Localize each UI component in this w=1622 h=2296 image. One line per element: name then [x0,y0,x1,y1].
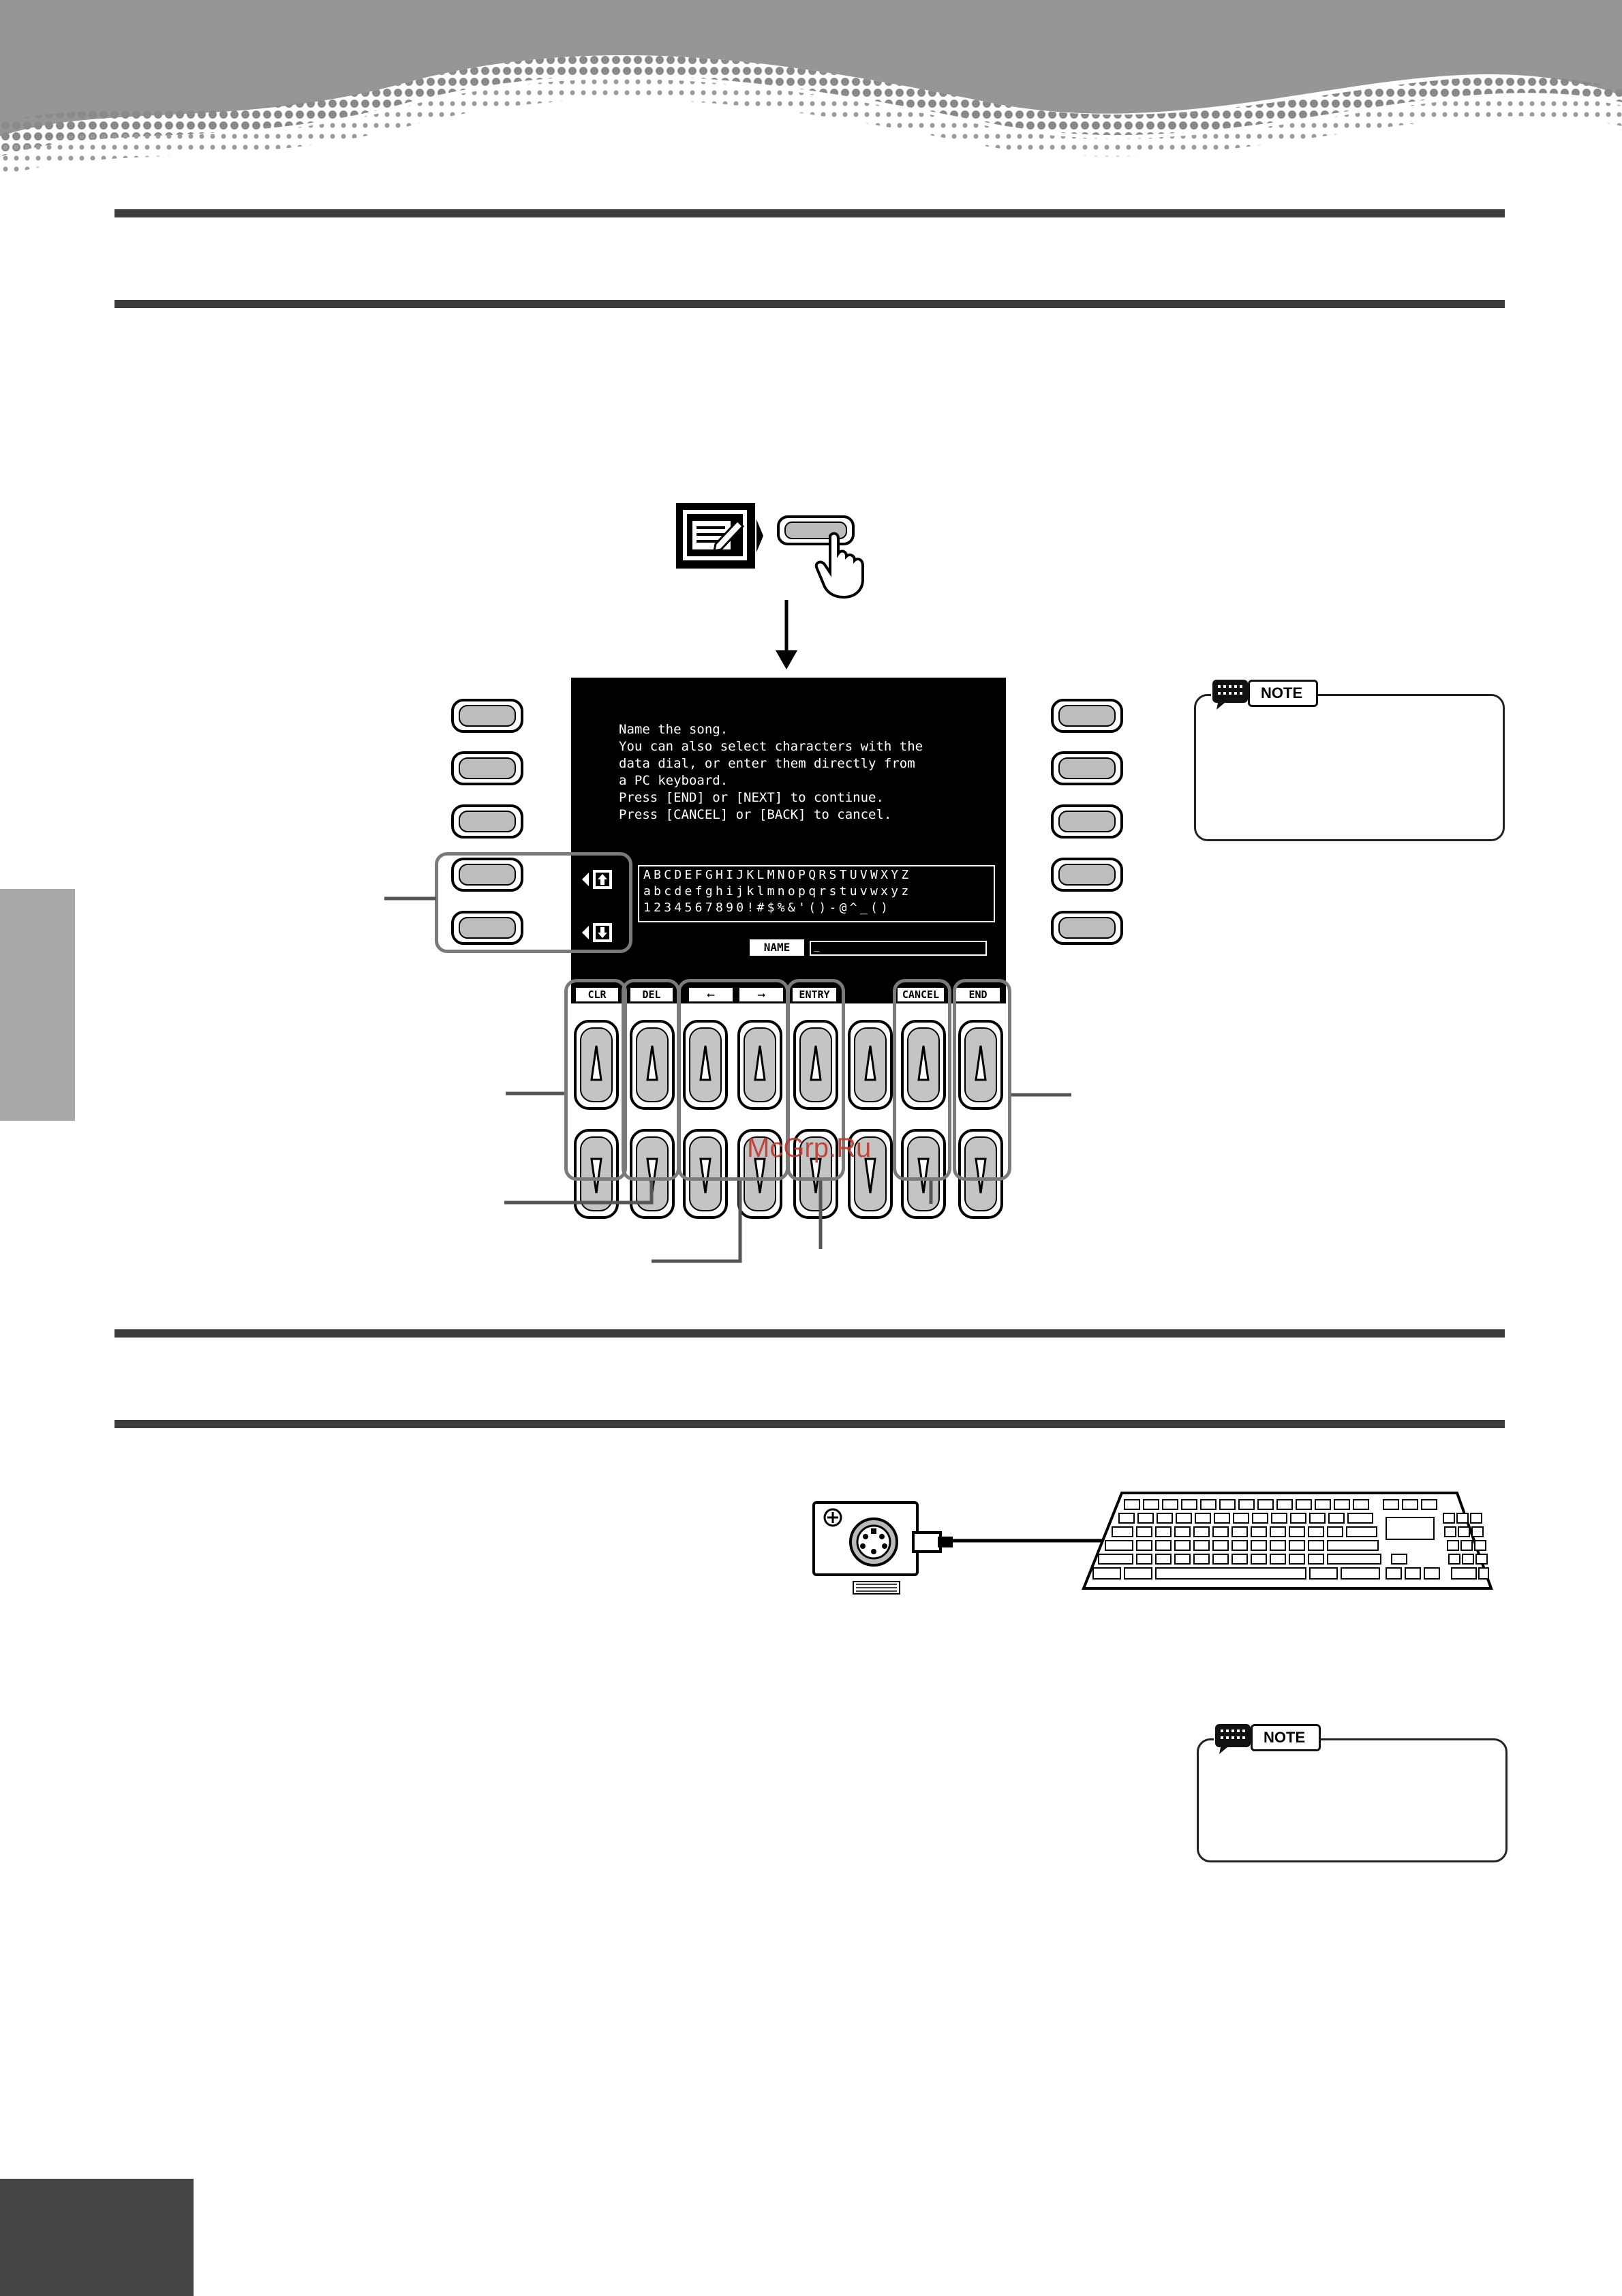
left-button-4[interactable] [451,858,523,892]
right-button-2[interactable] [1051,751,1123,785]
right-button-4[interactable] [1051,858,1123,892]
screen-message: Name the song. You can also select chara… [619,722,923,822]
note-speech-icon [1212,680,1248,710]
tab-del: DEL [628,986,675,1003]
right-button-5[interactable] [1051,911,1123,945]
left-button-2[interactable] [451,751,523,785]
del-button-pair[interactable] [628,1018,676,1220]
header-halftone-band [0,0,1622,177]
scroll-up-icon [582,870,612,889]
character-grid[interactable]: ABCDEFGHIJKLMNOPQRSTUVWXYZ abcdefghijklm… [638,865,995,922]
section-rule-top-1 [114,209,1505,217]
note-label: NOTE [1251,1724,1321,1751]
note-box-1: NOTE [1194,678,1505,841]
clr-group-outline [564,979,627,1181]
entry-group-outline [786,979,845,1181]
end-button-pair[interactable] [957,1018,1005,1220]
cursor-left-button-pair[interactable] [682,1018,729,1220]
scroll-down-icon [582,923,612,942]
name-input[interactable]: _ [810,941,987,956]
note-tag: NOTE [1214,1723,1321,1754]
section-side-tab [0,889,75,1121]
section-rule-mid-2 [114,1420,1505,1428]
end-group-outline [953,979,1011,1181]
note-label: NOTE [1248,680,1319,707]
keyboard-port-illustration [812,1501,953,1595]
name-label: NAME [750,939,804,956]
cursor-right-button-pair[interactable] [736,1018,784,1220]
scroll-button-group-outline [435,852,632,953]
tab-cancel: CANCEL [896,986,946,1003]
lcd-screen: Name the song. You can also select chara… [571,678,1006,1003]
pc-keyboard-illustration [1082,1492,1493,1590]
keyboard-cable [953,1539,1108,1543]
left-button-3[interactable] [451,804,523,839]
clr-button-pair[interactable] [572,1018,620,1220]
watermark: McGrp.Ru [747,1133,872,1163]
page-corner-block [0,2179,194,2296]
note-speech-icon [1215,1724,1251,1754]
pointing-hand-icon [814,532,864,599]
char-row-uppercase: ABCDEFGHIJKLMNOPQRSTUVWXYZ [643,868,912,882]
entry-button-pair[interactable] [792,1018,840,1220]
char-row-symbols: 1234567890!#$%&'()-@^_() [643,901,891,915]
section-rule-top-2 [114,300,1505,308]
name-cursor: _ [814,941,820,952]
right-button-3[interactable] [1051,804,1123,839]
down-arrow [776,600,797,669]
section-rule-mid-1 [114,1329,1505,1338]
left-button-1[interactable] [451,699,523,733]
pressed-panel-button[interactable] [776,511,878,600]
char-row-lowercase: abcdefghijklmnopqrstuvwxyz [643,884,912,898]
left-button-5[interactable] [451,911,523,945]
right-button-1[interactable] [1051,699,1123,733]
note-box-2: NOTE [1197,1723,1508,1862]
cancel-button-pair[interactable] [900,1018,947,1220]
note-tag: NOTE [1211,678,1319,710]
blank-button-pair[interactable] [846,1018,894,1220]
cancel-group-outline [893,979,951,1181]
tab-cursor-left: ⟵ [687,986,735,1003]
song-name-icon [676,503,763,569]
tab-clr: CLR [574,986,620,1003]
